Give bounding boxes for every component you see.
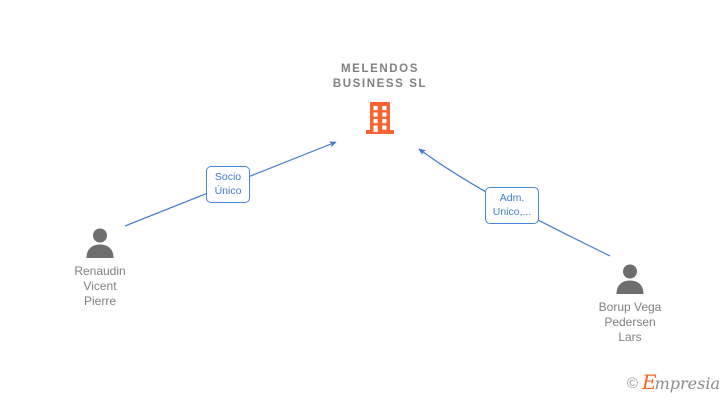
company-title: MELENDOS BUSINESS SL [332,63,428,90]
person-label: Borup Vega Pedersen Lars [598,300,662,344]
relation-label-socio-unico[interactable]: Socio Único [206,166,250,203]
brand-initial: E [641,370,657,394]
person-icon [35,226,165,260]
person-node-right[interactable]: Borup Vega Pedersen Lars [565,262,695,345]
copyright-icon: © [626,374,638,392]
watermark: © Empresia [627,372,720,394]
person-node-left[interactable]: Renaudin Vicent Pierre [35,226,165,309]
company-node[interactable]: MELENDOS BUSINESS SL [310,62,450,138]
brand-name: mpresia [654,374,720,393]
relation-label-adm-unico[interactable]: Adm. Unico,... [485,187,539,224]
building-icon [310,98,450,138]
person-label: Renaudin Vicent Pierre [74,264,126,308]
person-icon [565,262,695,296]
